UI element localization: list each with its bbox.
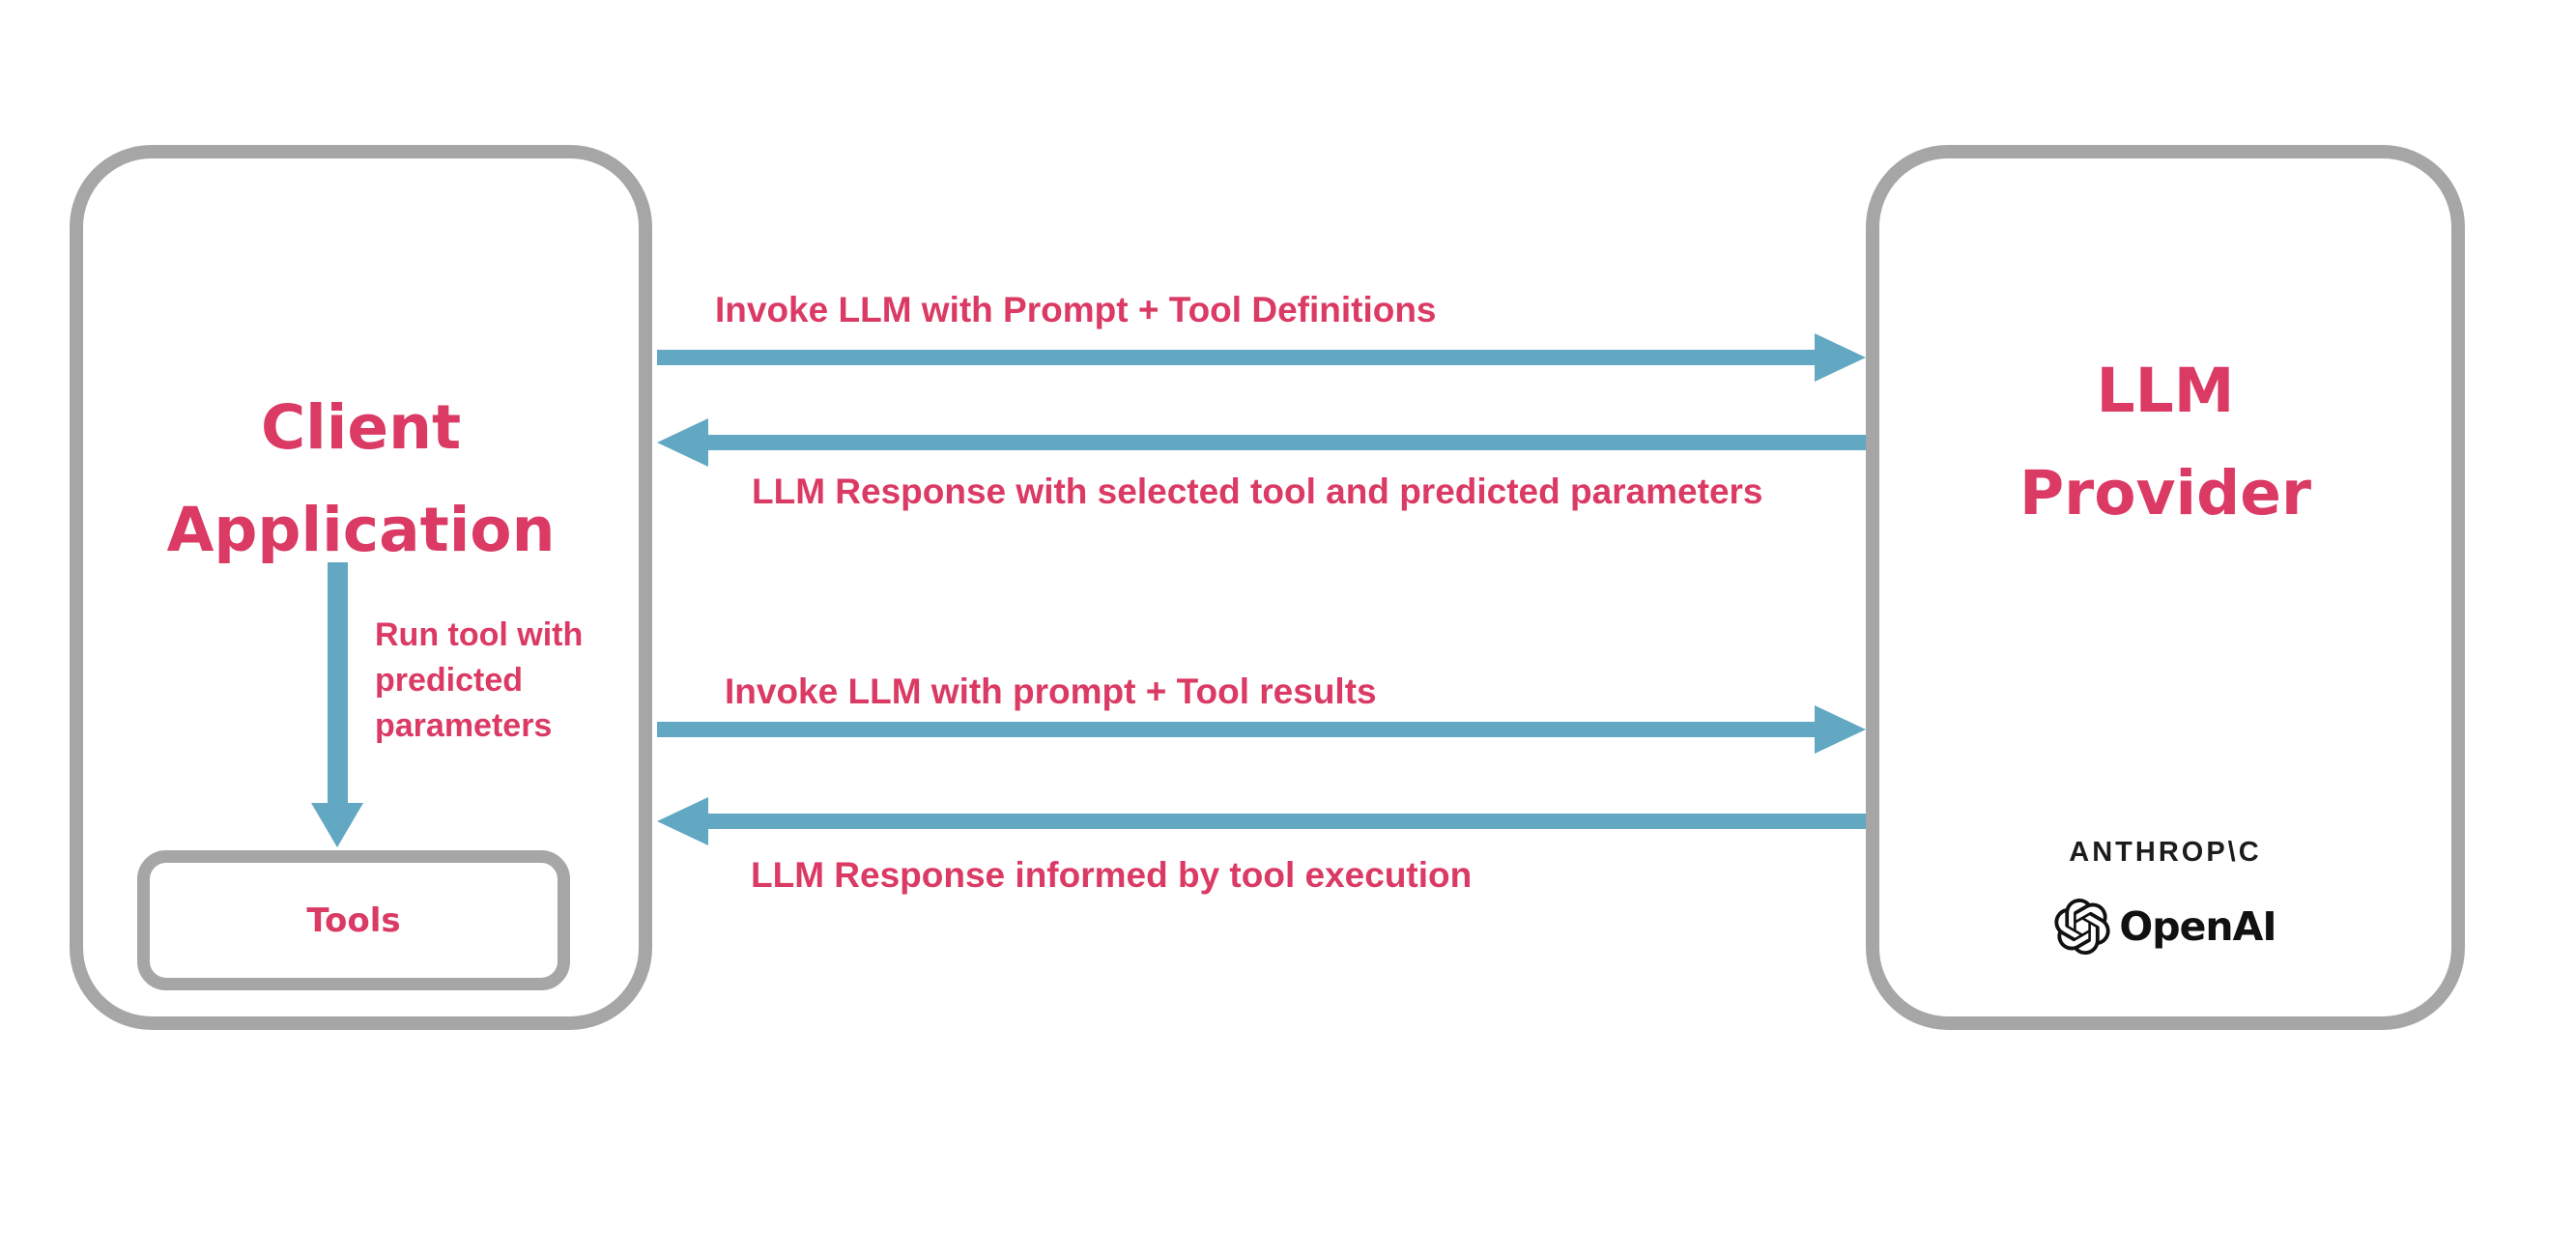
llm-title-line2: Provider	[2018, 458, 2312, 529]
llm-provider-box	[1866, 145, 2465, 1030]
client-title-line2: Application	[166, 495, 556, 565]
tools-box: Tools	[137, 850, 570, 990]
flow-arrow-3-right-head-icon	[1815, 705, 1866, 754]
run-tool-arrow-head-icon	[311, 803, 363, 847]
run-tool-label-line1: Run tool with	[375, 616, 584, 653]
run-tool-label: Run tool with predicted parameters	[375, 613, 583, 749]
flow-arrow-4-left-head-icon	[657, 797, 708, 845]
tools-box-label: Tools	[306, 901, 401, 940]
llm-provider-title: LLM Provider	[1866, 340, 2465, 545]
flow-arrow-2-shaft	[708, 435, 1866, 450]
flow-arrow-1-right-head-icon	[1815, 333, 1866, 382]
flow-label-invoke-definitions: Invoke LLM with Prompt + Tool Definition…	[715, 290, 1437, 329]
client-application-title: Client Application	[70, 377, 652, 582]
anthropic-logo: ANTHROP\C	[2069, 837, 2262, 868]
run-tool-label-line3: parameters	[375, 707, 553, 744]
flow-arrow-4-shaft	[708, 814, 1866, 829]
run-tool-arrow-shaft	[328, 562, 348, 804]
openai-wordmark: OpenAI	[2119, 903, 2276, 950]
llm-title-line1: LLM	[2096, 356, 2235, 426]
flow-arrow-1-shaft	[657, 350, 1815, 365]
flow-arrow-3-shaft	[657, 722, 1815, 737]
flow-label-response-selected-tool: LLM Response with selected tool and pred…	[752, 472, 1763, 511]
client-title-line1: Client	[260, 392, 462, 463]
openai-blossom-icon	[2054, 899, 2110, 955]
openai-logo: OpenAI	[1866, 899, 2465, 955]
flow-arrow-2-left-head-icon	[657, 418, 708, 467]
run-tool-label-line2: predicted	[375, 662, 524, 699]
flow-label-response-informed: LLM Response informed by tool execution	[751, 855, 1473, 895]
flow-label-invoke-results: Invoke LLM with prompt + Tool results	[725, 672, 1377, 711]
